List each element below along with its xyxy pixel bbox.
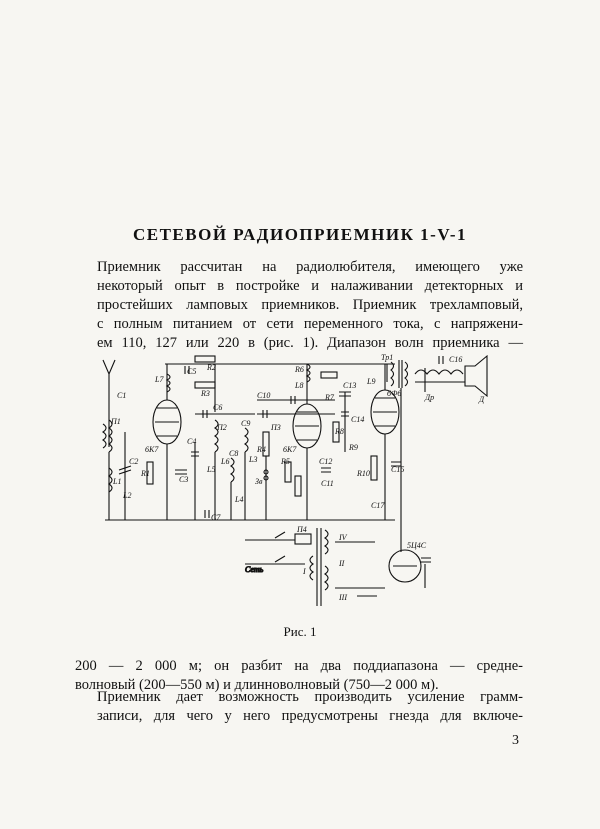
- tube2-label: 6К7: [283, 445, 297, 454]
- c3-label: C3: [179, 475, 188, 484]
- l6-label: L6: [220, 457, 229, 466]
- c5-label: C5: [187, 367, 196, 376]
- l5-label: L5: [206, 465, 215, 474]
- winding1-label: I: [302, 567, 306, 576]
- paragraph-1: Приемник рассчитан на радиолюбителя, име…: [75, 258, 523, 353]
- text-line: ем 110, 127 или 220 в (рис. 1). Диапазон…: [97, 335, 523, 351]
- page-number: 3: [512, 733, 519, 748]
- l1-label: L1: [112, 477, 121, 486]
- text-line: записи, для чего у него предусмотрены гн…: [97, 708, 523, 724]
- text-line: простейших ламповых приемников. Приемник…: [97, 297, 523, 313]
- paragraph-2: 200 — 2 000 м; он разбит на два поддиапа…: [75, 657, 523, 695]
- l8-label: L8: [294, 381, 303, 390]
- l3-label: L3: [248, 455, 257, 464]
- r10-label: R10: [356, 469, 370, 478]
- c9-label: C9: [241, 419, 250, 428]
- r4-label: R4: [256, 445, 266, 454]
- mains-label: Сеть: [245, 565, 264, 574]
- c17-label: C17: [371, 501, 385, 510]
- transformer-label: Тр1: [381, 353, 393, 362]
- r1-label: R1: [140, 469, 150, 478]
- switch3-label: П3: [270, 423, 281, 432]
- text-line: с полным питанием от сети переменного то…: [97, 316, 523, 332]
- l2-label: L2: [122, 491, 131, 500]
- rectifier-label: 5Ц4С: [407, 541, 427, 550]
- paragraph-3: Приемник дает возможность производить ус…: [75, 688, 523, 726]
- c10-label: C10: [257, 391, 270, 400]
- figure-caption: Рис. 1: [283, 624, 317, 639]
- pickup-label: Зв: [255, 477, 263, 486]
- speaker-label: Д: [478, 395, 485, 404]
- c16-label: C16: [449, 355, 462, 364]
- r6-label: R6: [294, 365, 304, 374]
- r2-label: R2: [206, 363, 216, 372]
- winding2-label: II: [338, 559, 345, 568]
- winding4-label: IV: [338, 533, 348, 542]
- c7-label: C7: [211, 513, 221, 522]
- c4-label: C4: [187, 437, 196, 446]
- text-line: 200 — 2 000 м; он разбит на два поддиапа…: [75, 658, 523, 674]
- text-line: Приемник рассчитан на радиолюбителя, име…: [97, 259, 523, 275]
- l9-label: L9: [366, 377, 375, 386]
- tube3-label: 6Ф6: [387, 389, 401, 398]
- c15-label: C15: [391, 465, 404, 474]
- r7-label: R7: [324, 393, 335, 402]
- r9-label: R9: [348, 443, 358, 452]
- circuit-diagram: Сеть C1 П1 C2 L1 L2 6К7 R1 C3 L7 C5 R2 R…: [102, 353, 488, 606]
- r3-label: R3: [200, 389, 210, 398]
- c8-label: C8: [229, 449, 238, 458]
- switch4-label: П4: [296, 525, 307, 534]
- c12-label: C12: [319, 457, 332, 466]
- choke-label: Др: [424, 393, 434, 402]
- text-line: волновый (200—550 м) и длинноволновый (7…: [75, 677, 439, 693]
- article-title: СЕТЕВОЙ РАДИОПРИЕМНИК 1-V-1: [132, 225, 468, 244]
- l4-label: L4: [234, 495, 243, 504]
- c11-label: C11: [321, 479, 334, 488]
- r5-label: R5: [280, 457, 290, 466]
- tube1-label: 6К7: [145, 445, 159, 454]
- text-line: некоторый опыт в постройке и налаживании…: [97, 278, 523, 294]
- c13-label: C13: [343, 381, 356, 390]
- c14-label: C14: [351, 415, 364, 424]
- c2-label: C2: [129, 457, 138, 466]
- r8-label: R8: [334, 427, 344, 436]
- switch2-label: П2: [216, 423, 227, 432]
- c6-label: C6: [213, 403, 222, 412]
- c1-label: C1: [117, 391, 126, 400]
- l7-label: L7: [154, 375, 164, 384]
- winding3-label: III: [338, 593, 347, 602]
- text-line: Приемник дает возможность производить ус…: [97, 689, 523, 705]
- switch1-label: П1: [110, 417, 121, 426]
